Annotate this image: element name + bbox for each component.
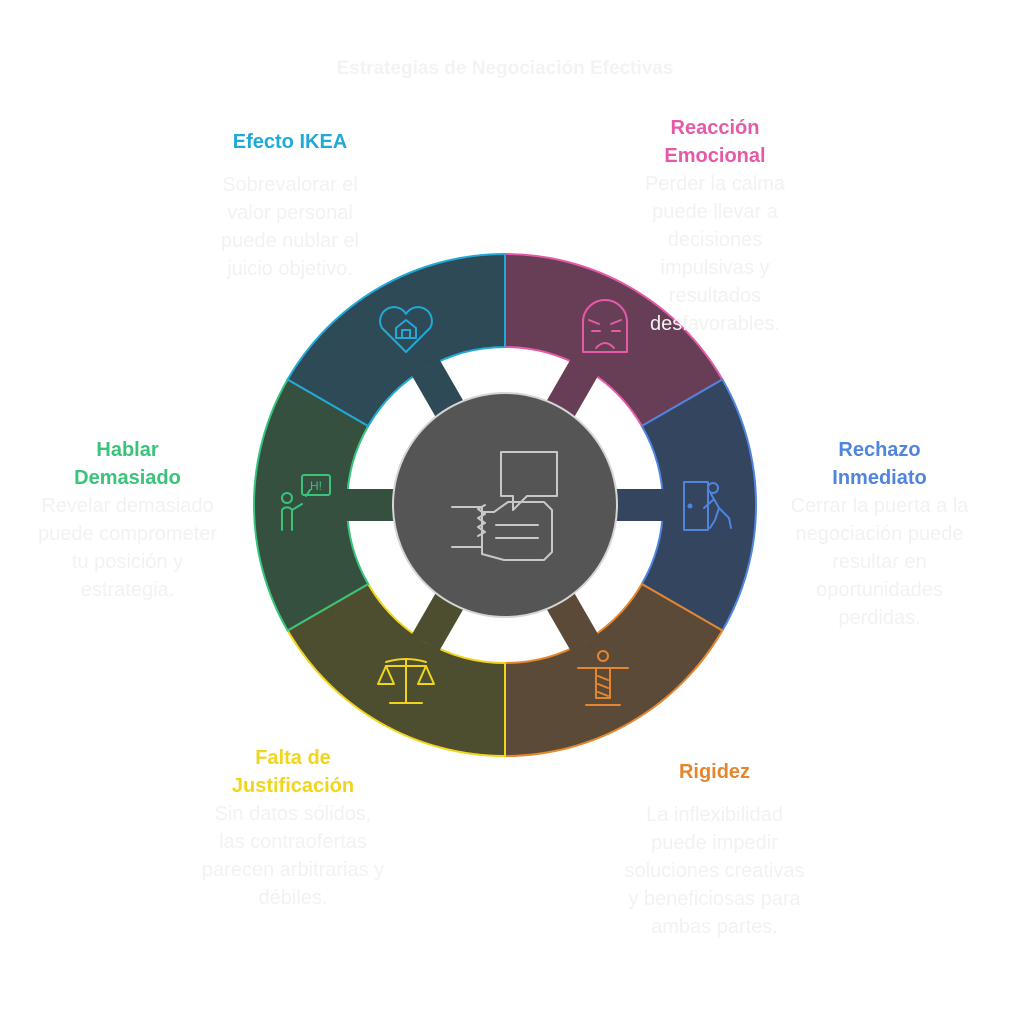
diagram-title: Estrategias de Negociación Efectivas [336, 58, 674, 79]
segment-hablar-demasiado: Hablar Demasiado Revelar demasiado puede… [30, 436, 225, 604]
falta-de-justificacion-title: Falta de Justificación [231, 747, 355, 797]
rigidez-title: Rigidez [678, 761, 751, 783]
segment-efecto-ikea: Efecto IKEA Sobrevalorar el valor person… [195, 128, 385, 283]
rechazo-inmediato-description: Cerrar la puerta a la negociación puede … [790, 495, 969, 629]
falta-de-justificacion-description: Sin datos sólidos, las contraofertas par… [201, 803, 385, 909]
hablar-demasiado-description: Revelar demasiado puede comprometer tu p… [38, 495, 217, 601]
reaccion-emocional-description: Perder la calma puede llevar a decisione… [644, 173, 786, 335]
segment-reaccion-emocional: Reacción Emocional Perder la calma puede… [610, 114, 820, 338]
scales-icon [377, 658, 435, 704]
segment-falta-de-justificacion: Falta de Justificación Sin datos sólidos… [193, 744, 393, 912]
segment-rigidez-connector [546, 592, 599, 651]
angry-face-icon [582, 299, 628, 353]
rigidez-description: La inflexibilidad puede impedir solucion… [624, 804, 805, 938]
reaccion-emocional-title: Reacción Emocional [664, 117, 766, 167]
segment-efecto-connector [411, 359, 464, 418]
person-leaving-door-icon [683, 481, 732, 531]
heart-house-icon [379, 306, 433, 353]
segment-reaccion-connector [546, 359, 599, 418]
handshake-speech-icon [451, 451, 558, 561]
segment-rigidez: Rigidez La inflexibilidad puede impedir … [612, 758, 817, 941]
segment-efecto-shape [286, 252, 506, 428]
statue-icon [577, 650, 629, 706]
efecto-ikea-description: Sobrevalorar el valor personal puede nub… [221, 174, 359, 280]
segment-rechazo-inmediato: Rechazo Inmediato Cerrar la puerta a la … [782, 436, 977, 632]
hablar-demasiado-title: Hablar Demasiado [74, 439, 181, 489]
svg-text:H!: H! [310, 479, 322, 493]
rechazo-inmediato-title: Rechazo Inmediato [832, 439, 927, 489]
segment-falta-connector [411, 592, 464, 651]
person-speaking-icon: H! [281, 474, 331, 531]
efecto-ikea-title: Efecto IKEA [232, 131, 348, 153]
